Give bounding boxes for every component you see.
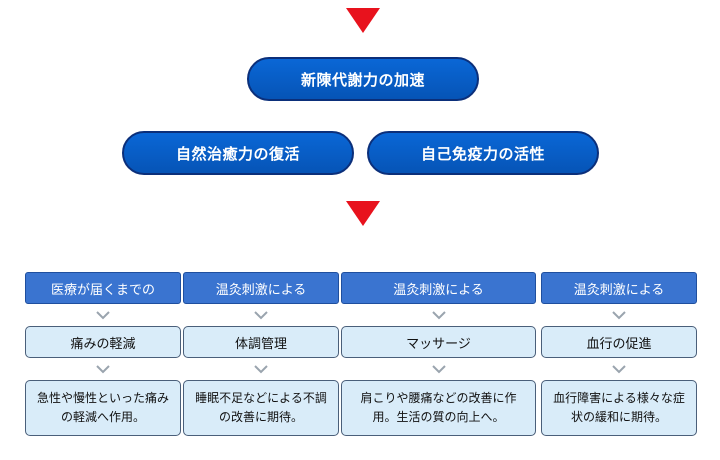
benefit-column: 温灸刺激による 体調管理 睡眠不足などによる不調の改善に期待。 — [183, 272, 339, 436]
benefit-column: 医療が届くまでの 痛みの軽減 急性や慢性といった痛みの軽減へ作用。 — [25, 272, 181, 436]
column-header: 温灸刺激による — [183, 272, 339, 304]
column-title: 痛みの軽減 — [25, 326, 181, 358]
flow-node-metabolism: 新陳代謝力の加速 — [247, 57, 479, 101]
column-description: 急性や慢性といった痛みの軽減へ作用。 — [25, 380, 181, 436]
column-header: 温灸刺激による — [341, 272, 536, 304]
chevron-down-icon — [25, 304, 181, 326]
column-header: 医療が届くまでの — [25, 272, 181, 304]
chevron-down-icon — [341, 358, 536, 380]
column-title: マッサージ — [341, 326, 536, 358]
chevron-down-icon — [183, 358, 339, 380]
chevron-down-icon — [183, 304, 339, 326]
chevron-down-icon — [341, 304, 536, 326]
flow-node-label: 自己免疫力の活性 — [420, 144, 545, 163]
flow-node-immunity: 自己免疫力の活性 — [367, 131, 599, 175]
flow-node-natural-healing: 自然治癒力の復活 — [122, 131, 354, 175]
column-header: 温灸刺激による — [541, 272, 697, 304]
flow-node-label: 新陳代謝力の加速 — [300, 70, 425, 89]
down-arrow-icon-top — [346, 8, 380, 33]
column-title: 血行の促進 — [541, 326, 697, 358]
flow-node-label: 自然治癒力の復活 — [175, 144, 300, 163]
chevron-down-icon — [541, 358, 697, 380]
column-description: 睡眠不足などによる不調の改善に期待。 — [183, 380, 339, 436]
benefit-column: 温灸刺激による 血行の促進 血行障害による様々な症状の緩和に期待。 — [541, 272, 697, 436]
chevron-down-icon — [541, 304, 697, 326]
column-title: 体調管理 — [183, 326, 339, 358]
benefit-column: 温灸刺激による マッサージ 肩こりや腰痛などの改善に作用。生活の質の向上へ。 — [341, 272, 536, 436]
column-description: 肩こりや腰痛などの改善に作用。生活の質の向上へ。 — [341, 380, 536, 436]
down-arrow-icon-middle — [346, 201, 380, 226]
chevron-down-icon — [25, 358, 181, 380]
column-description: 血行障害による様々な症状の緩和に期待。 — [541, 380, 697, 436]
